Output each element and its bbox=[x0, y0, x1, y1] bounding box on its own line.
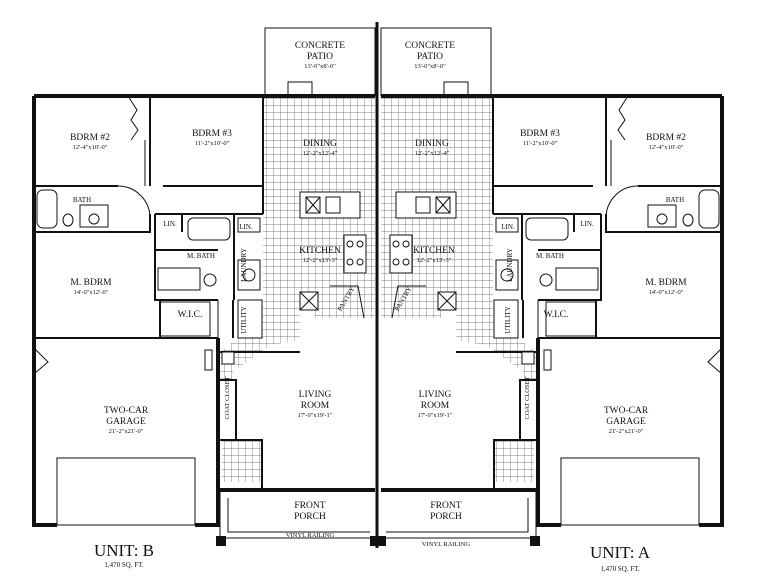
mbdrm-label: M. BDRM bbox=[70, 278, 112, 288]
mbath-label: M. BATH bbox=[536, 252, 564, 260]
patio-label: CONCRETE bbox=[405, 41, 455, 51]
unit-a-labels: CONCRETE PATIO 13'-0"x8'-0" BDRM #2 12'-… bbox=[393, 41, 687, 573]
porch-label: PORCH bbox=[294, 512, 326, 522]
garage-label: TWO-CAR bbox=[604, 406, 649, 416]
bdrm2-dim: 12'-4"x10'-0" bbox=[73, 144, 108, 151]
garage-label: GARAGE bbox=[606, 417, 646, 427]
dining-label: DINING bbox=[303, 139, 337, 149]
mbdrm-dim: 14'-0"x12'-0" bbox=[649, 289, 684, 296]
laundry-label: LAUNDRY bbox=[240, 248, 248, 282]
unit-b-sqft: 1,470 SQ. FT. bbox=[104, 561, 144, 569]
utility-label: UTILITY bbox=[240, 306, 248, 334]
unit-b-labels: CONCRETE PATIO 13'-0"x8'-0" BDRM #2 12'-… bbox=[70, 41, 356, 569]
railing-label: VINYL RAILING bbox=[422, 541, 471, 548]
living-label: LIVING bbox=[419, 390, 452, 400]
kitchen-label: KITCHEN bbox=[413, 246, 455, 256]
bdrm2-label: BDRM #2 bbox=[646, 133, 686, 143]
garage-label: GARAGE bbox=[106, 417, 146, 427]
wic-label: W.I.C. bbox=[544, 310, 569, 320]
unit-b-title: UNIT: B bbox=[94, 541, 154, 560]
railing-label: VINYL RAILING bbox=[286, 532, 335, 539]
unit-a-sqft: 1,470 SQ. FT. bbox=[600, 565, 640, 573]
lin-label: LIN. bbox=[580, 220, 594, 228]
mbdrm-label: M. BDRM bbox=[645, 278, 687, 288]
bath-label: BATH bbox=[73, 196, 91, 204]
bdrm3-dim: 11'-2"x10'-0" bbox=[195, 140, 230, 147]
living-dim: 17'-0"x19'-1" bbox=[418, 412, 453, 419]
coat-closet-label: COAT CLOSET bbox=[224, 376, 231, 419]
living-label: ROOM bbox=[421, 401, 450, 411]
bdrm3-label: BDRM #3 bbox=[520, 129, 560, 139]
porch-label: PORCH bbox=[430, 512, 462, 522]
mbath-label: M. BATH bbox=[187, 252, 215, 260]
lin-label: LIN. bbox=[163, 220, 177, 228]
living-dim: 17'-0"x19'-1" bbox=[298, 412, 333, 419]
kitchen-dim: 12'-2"x13'-3" bbox=[417, 257, 452, 264]
coat-closet-label: COAT CLOSET bbox=[524, 376, 531, 419]
kitchen-dim: 12'-2"x13'-3" bbox=[303, 257, 338, 264]
mbdrm-dim: 14'-0"x12'-0" bbox=[74, 289, 109, 296]
patio-label: PATIO bbox=[417, 52, 443, 62]
patio-dim: 13'-0"x8'-0" bbox=[304, 63, 336, 70]
bdrm2-label: BDRM #2 bbox=[70, 133, 110, 143]
unit-a-title: UNIT: A bbox=[590, 543, 651, 562]
patio-label: PATIO bbox=[307, 52, 333, 62]
wic-label: W.I.C. bbox=[178, 310, 203, 320]
lin-label: LIN. bbox=[501, 223, 515, 231]
patio-label: CONCRETE bbox=[295, 41, 345, 51]
garage-label: TWO-CAR bbox=[104, 406, 149, 416]
dining-label: DINING bbox=[415, 139, 449, 149]
bdrm3-label: BDRM #3 bbox=[192, 129, 232, 139]
bdrm2-dim: 12'-4"x10'-0" bbox=[649, 144, 684, 151]
bath-label: BATH bbox=[666, 196, 684, 204]
kitchen-label: KITCHEN bbox=[299, 246, 341, 256]
utility-label: UTILITY bbox=[504, 306, 512, 334]
living-label: ROOM bbox=[301, 401, 330, 411]
lin-label: LIN. bbox=[239, 223, 253, 231]
dining-dim: 12'-2"x12'-4" bbox=[303, 150, 338, 157]
laundry-label: LAUNDRY bbox=[506, 248, 514, 282]
porch-label: FRONT bbox=[430, 501, 461, 511]
bdrm3-dim: 11'-2"x10'-0" bbox=[523, 140, 558, 147]
porch-label: FRONT bbox=[294, 501, 325, 511]
dining-dim: 12'-2"x12'-4" bbox=[415, 150, 450, 157]
living-label: LIVING bbox=[299, 390, 332, 400]
garage-dim: 21'-2"x21'-0" bbox=[109, 428, 144, 435]
garage-dim: 21'-2"x21'-0" bbox=[609, 428, 644, 435]
patio-dim: 13'-0"x8'-0" bbox=[414, 63, 446, 70]
